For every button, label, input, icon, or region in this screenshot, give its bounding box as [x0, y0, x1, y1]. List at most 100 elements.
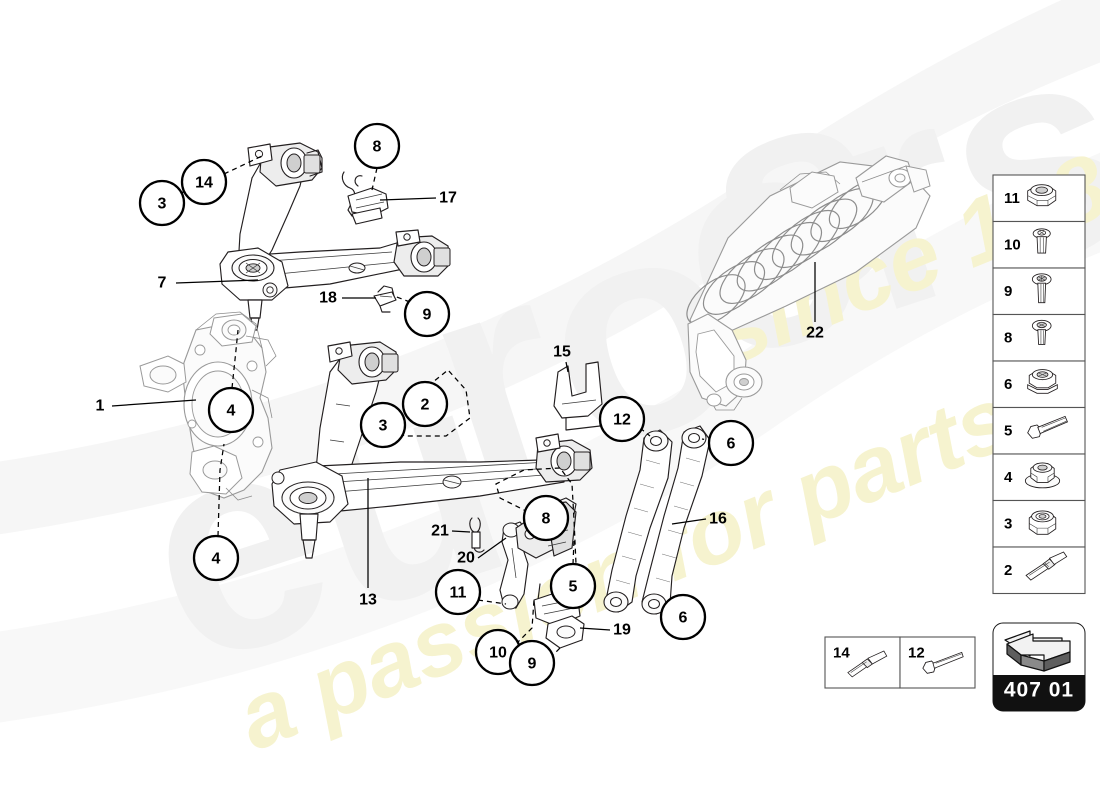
part-shock-absorber-22: [686, 155, 931, 411]
legend-number: 5: [1004, 422, 1012, 439]
callout-label: 13: [359, 592, 377, 609]
callout-16[interactable]: 16: [709, 511, 727, 528]
callout-circle: [403, 290, 451, 338]
callout-5[interactable]: 5: [549, 562, 597, 610]
legend-number: 2: [1004, 562, 1012, 579]
part-bracket-15: [553, 361, 603, 431]
legend-item-6[interactable]: 6: [992, 360, 1086, 409]
callout-19[interactable]: 19: [613, 622, 631, 639]
callout-circle: [138, 179, 186, 227]
callout-3[interactable]: 3: [138, 179, 186, 227]
callout-4[interactable]: 4: [192, 534, 240, 582]
callout-3[interactable]: 3: [359, 401, 407, 449]
part-upper-control-arm-7: [219, 142, 451, 331]
legend-number: 8: [1004, 329, 1012, 346]
legend-item-8[interactable]: 8: [992, 313, 1086, 362]
legend-cell: [992, 453, 1086, 502]
callout-14[interactable]: 14: [180, 158, 228, 206]
legend-item-9[interactable]: 9: [992, 267, 1086, 316]
callout-13[interactable]: 13: [359, 592, 377, 609]
callout-18[interactable]: 18: [319, 290, 337, 307]
legend-item-4[interactable]: 4: [992, 453, 1086, 502]
callout-label: 9: [423, 307, 432, 324]
callout-6[interactable]: 6: [659, 593, 707, 641]
callout-6[interactable]: 6: [707, 419, 755, 467]
callout-circle: [359, 401, 407, 449]
callout-label: 12: [613, 412, 631, 429]
callout-17[interactable]: 17: [439, 190, 457, 207]
callout-15[interactable]: 15: [553, 344, 571, 361]
callout-label: 11: [450, 585, 467, 602]
callout-leader-lines: [111, 155, 816, 659]
callout-label: 17: [439, 190, 457, 207]
callout-circle: [659, 593, 707, 641]
callout-label: 9: [528, 656, 537, 673]
legend-number: 10: [1004, 236, 1021, 253]
legend-item-14[interactable]: 14: [824, 636, 901, 689]
callout-circle: [549, 562, 597, 610]
legend-item-2[interactable]: 2: [992, 546, 1086, 595]
callout-11[interactable]: 11: [434, 568, 482, 616]
callout-20[interactable]: 20: [457, 550, 475, 567]
legend-item-11[interactable]: 11: [992, 174, 1086, 223]
legend-item-3[interactable]: 3: [992, 499, 1086, 548]
callout-label: 20: [457, 550, 475, 567]
legend-item-5[interactable]: 5: [992, 406, 1086, 455]
callout-label: 6: [727, 436, 736, 453]
callout-1[interactable]: 1: [96, 398, 105, 415]
callout-8[interactable]: 8: [353, 122, 401, 170]
callout-circle: [508, 639, 556, 687]
callout-circle: [180, 158, 228, 206]
callout-7[interactable]: 7: [158, 275, 167, 292]
legend-number: 11: [1004, 190, 1020, 207]
callout-9[interactable]: 9: [403, 290, 451, 338]
callout-label: 22: [806, 325, 824, 342]
callout-label: 14: [195, 175, 213, 192]
part-track-rods-16: [603, 425, 711, 615]
callout-label: 18: [319, 290, 337, 307]
legend-number: 6: [1004, 376, 1012, 393]
callout-label: 8: [373, 139, 382, 156]
callout-8[interactable]: 8: [522, 494, 570, 542]
part-lower-control-arm-13: [271, 341, 593, 559]
legend-number: 3: [1004, 515, 1012, 532]
part-clip-18: [373, 285, 397, 313]
callout-circle: [207, 386, 255, 434]
callout-9[interactable]: 9: [508, 639, 556, 687]
callout-circle: [353, 122, 401, 170]
callout-circle: [401, 380, 449, 428]
callout-circle: [707, 419, 755, 467]
callout-21[interactable]: 21: [431, 523, 449, 540]
part-clip-21: [469, 517, 485, 553]
callout-circle: [434, 568, 482, 616]
legend-item-12[interactable]: 12: [899, 636, 976, 689]
callout-label: 4: [212, 551, 221, 568]
callout-label: 15: [553, 344, 571, 361]
section-badge[interactable]: 407 01: [992, 622, 1086, 712]
legend-number: 9: [1004, 283, 1012, 300]
callout-label: 16: [709, 511, 727, 528]
callout-label: 3: [379, 418, 388, 435]
callout-label: 1: [96, 398, 105, 415]
legend-number: 14: [833, 645, 850, 662]
callout-label: 7: [158, 275, 167, 292]
callout-label: 2: [421, 397, 430, 414]
callout-label: 5: [569, 579, 578, 596]
callout-label: 6: [679, 610, 688, 627]
callout-label: 10: [489, 645, 507, 662]
callout-4[interactable]: 4: [207, 386, 255, 434]
callout-label: 4: [227, 403, 236, 420]
callout-2[interactable]: 2: [401, 380, 449, 428]
callout-12[interactable]: 12: [598, 395, 646, 443]
legend-item-10[interactable]: 10: [992, 220, 1086, 269]
callout-label: 3: [158, 196, 167, 213]
callout-22[interactable]: 22: [806, 325, 824, 342]
callout-label: 8: [542, 511, 551, 528]
callout-label: 21: [431, 523, 449, 540]
callout-label: 19: [613, 622, 631, 639]
